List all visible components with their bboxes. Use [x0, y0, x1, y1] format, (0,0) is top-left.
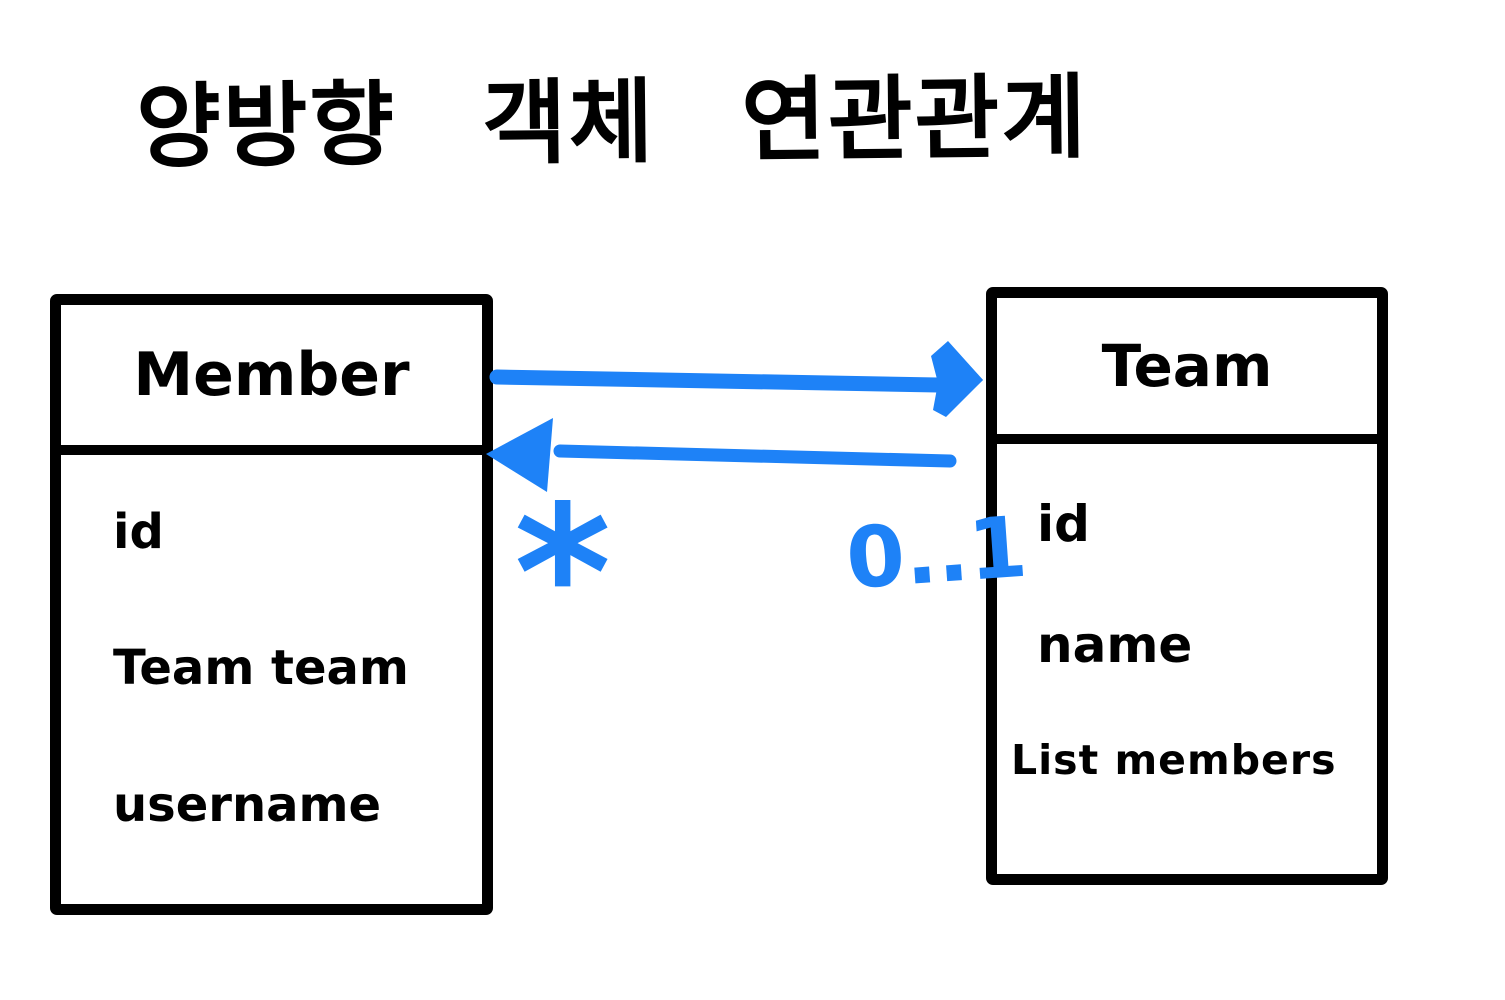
team-class-title: Team [997, 298, 1377, 444]
team-field-name: name [1037, 616, 1193, 674]
team-field-list: id name List members [997, 444, 1377, 787]
member-field-username: username [113, 776, 382, 833]
team-field-id: id [1037, 495, 1090, 553]
member-field-id: id [113, 504, 164, 560]
member-class-title: Member [61, 305, 482, 455]
member-end-multiplicity-label: * [514, 465, 611, 682]
member-to-team-arrow-icon [489, 341, 983, 417]
member-class-box: Member id Team team username [50, 294, 493, 915]
member-field-team: Team team [113, 640, 409, 697]
team-class-box: Team id name List members [986, 287, 1388, 885]
member-field-list: id Team team username [61, 455, 482, 836]
team-field-members: List members [1011, 736, 1337, 784]
team-to-member-arrow-icon [486, 418, 957, 492]
diagram-title: 양방향 객체 연관관계 [135, 64, 1089, 181]
